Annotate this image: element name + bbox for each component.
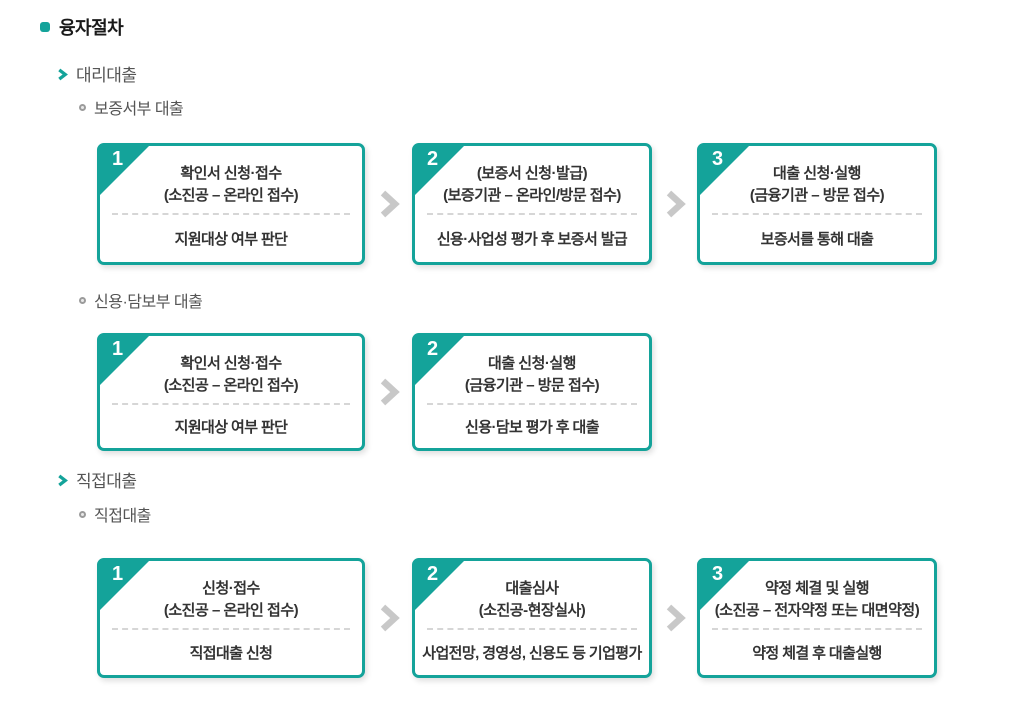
flow-step-box: 2 대출심사 (소진공-현장실사) 사업전망, 경영성, 신용도 등 기업평가 <box>412 558 652 678</box>
step-title-block: 대출심사 (소진공-현장실사) <box>415 572 649 628</box>
flow-step-box: 3 대출 신청·실행 (금융기관 – 방문 접수) 보증서를 통해 대출 <box>697 143 937 265</box>
step-title-block: 신청·접수 (소진공 – 온라인 접수) <box>100 572 362 628</box>
step-divider <box>112 403 350 405</box>
step-desc: 직접대출 신청 <box>189 645 273 662</box>
flow-step-box: 1 신청·접수 (소진공 – 온라인 접수) 직접대출 신청 <box>97 558 365 678</box>
step-title: 대출 신청·실행 <box>488 355 576 373</box>
subsection-label: 보증서부 대출 <box>94 101 184 118</box>
page-title: 융자절차 <box>59 18 124 38</box>
dot-bullet-icon <box>79 510 86 518</box>
chevron-right-icon <box>58 474 68 486</box>
section-label-direct-loan: 직접대출 <box>57 467 137 492</box>
step-title-block: 약정 체결 및 실행 (소진공 – 전자약정 또는 대면약정) <box>700 572 934 628</box>
subsection-label-direct-loan: 직접대출 <box>79 502 151 526</box>
step-desc: 지원대상 여부 판단 <box>174 419 288 436</box>
step-divider <box>112 628 350 630</box>
step-title-block: 확인서 신청·접수 (소진공 – 온라인 접수) <box>100 157 362 213</box>
step-number: 1 <box>112 148 124 170</box>
step-subtitle: (소진공 – 온라인 접수) <box>163 187 299 204</box>
step-title: 신청·접수 <box>202 580 260 598</box>
section-label: 대리대출 <box>76 66 137 85</box>
dot-bullet-icon <box>79 296 86 304</box>
step-title-block: 대출 신청·실행 (금융기관 – 방문 접수) <box>700 157 934 213</box>
step-number: 1 <box>112 563 124 585</box>
step-desc: 약정 체결 후 대출실행 <box>752 645 882 662</box>
step-title: 약정 체결 및 실행 <box>764 580 870 598</box>
step-title: 대출심사 <box>505 580 559 598</box>
dot-bullet-icon <box>79 103 86 111</box>
step-number: 3 <box>712 563 724 585</box>
flow-step-box: 1 확인서 신청·접수 (소진공 – 온라인 접수) 지원대상 여부 판단 <box>97 333 365 451</box>
flow-arrow <box>365 333 412 451</box>
step-number: 2 <box>427 148 439 170</box>
arrow-right-icon <box>380 604 400 632</box>
step-title: 확인서 신청·접수 <box>180 355 282 373</box>
flow-row-credit-collateral-loan: 1 확인서 신청·접수 (소진공 – 온라인 접수) 지원대상 여부 판단 2 … <box>97 333 652 451</box>
chevron-right-icon <box>58 68 68 80</box>
step-divider <box>427 403 637 405</box>
step-title-block: 대출 신청·실행 (금융기관 – 방문 접수) <box>415 347 649 403</box>
step-divider <box>712 628 922 630</box>
arrow-right-icon <box>380 378 400 406</box>
step-desc: 지원대상 여부 판단 <box>174 231 288 248</box>
step-title-block: (보증서 신청·발급) (보증기관 – 온라인/방문 접수) <box>415 157 649 213</box>
step-number: 2 <box>427 563 439 585</box>
flow-step-box: 1 확인서 신청·접수 (소진공 – 온라인 접수) 지원대상 여부 판단 <box>97 143 365 265</box>
flow-row-direct-loan: 1 신청·접수 (소진공 – 온라인 접수) 직접대출 신청 2 대출심사 (소… <box>97 558 937 678</box>
step-subtitle: (소진공 – 온라인 접수) <box>163 377 299 394</box>
step-title-block: 확인서 신청·접수 (소진공 – 온라인 접수) <box>100 347 362 403</box>
flow-step-box: 3 약정 체결 및 실행 (소진공 – 전자약정 또는 대면약정) 약정 체결 … <box>697 558 937 678</box>
section-label-agency-loan: 대리대출 <box>57 61 137 86</box>
step-divider <box>712 213 922 215</box>
flow-arrow <box>365 143 412 265</box>
flow-step-box: 2 대출 신청·실행 (금융기관 – 방문 접수) 신용·담보 평가 후 대출 <box>412 333 652 451</box>
step-title: (보증서 신청·발급) <box>476 165 588 183</box>
subsection-label-guarantee-loan: 보증서부 대출 <box>79 95 184 119</box>
flow-arrow <box>365 558 412 678</box>
flow-arrow <box>652 143 697 265</box>
step-divider <box>112 213 350 215</box>
arrow-right-icon <box>666 604 686 632</box>
flow-row-guarantee-loan: 1 확인서 신청·접수 (소진공 – 온라인 접수) 지원대상 여부 판단 2 … <box>97 143 937 265</box>
title-square-bullet-icon <box>40 22 50 32</box>
step-desc: 신용·담보 평가 후 대출 <box>465 419 600 436</box>
step-desc: 사업전망, 경영성, 신용도 등 기업평가 <box>422 645 642 662</box>
step-subtitle: (보증기관 – 온라인/방문 접수) <box>443 187 621 204</box>
step-subtitle: (소진공 – 전자약정 또는 대면약정) <box>714 602 920 619</box>
step-subtitle: (금융기관 – 방문 접수) <box>464 377 600 394</box>
step-desc: 보증서를 통해 대출 <box>760 231 874 248</box>
section-label: 직접대출 <box>76 472 137 491</box>
step-number: 1 <box>112 338 124 360</box>
step-number: 2 <box>427 338 439 360</box>
page-title-row: 융자절차 <box>40 14 124 40</box>
subsection-label: 신용·담보부 대출 <box>94 294 203 311</box>
subsection-label: 직접대출 <box>94 508 151 525</box>
arrow-right-icon <box>380 190 400 218</box>
flow-step-box: 2 (보증서 신청·발급) (보증기관 – 온라인/방문 접수) 신용·사업성 … <box>412 143 652 265</box>
step-divider <box>427 213 637 215</box>
step-number: 3 <box>712 148 724 170</box>
step-desc: 신용·사업성 평가 후 보증서 발급 <box>436 231 628 248</box>
flow-arrow <box>652 558 697 678</box>
step-title: 확인서 신청·접수 <box>180 165 282 183</box>
subsection-label-credit-collateral-loan: 신용·담보부 대출 <box>79 288 203 312</box>
step-subtitle: (소진공-현장실사) <box>478 602 586 619</box>
step-subtitle: (금융기관 – 방문 접수) <box>749 187 885 204</box>
step-subtitle: (소진공 – 온라인 접수) <box>163 602 299 619</box>
arrow-right-icon <box>666 190 686 218</box>
step-divider <box>427 628 637 630</box>
step-title: 대출 신청·실행 <box>773 165 861 183</box>
